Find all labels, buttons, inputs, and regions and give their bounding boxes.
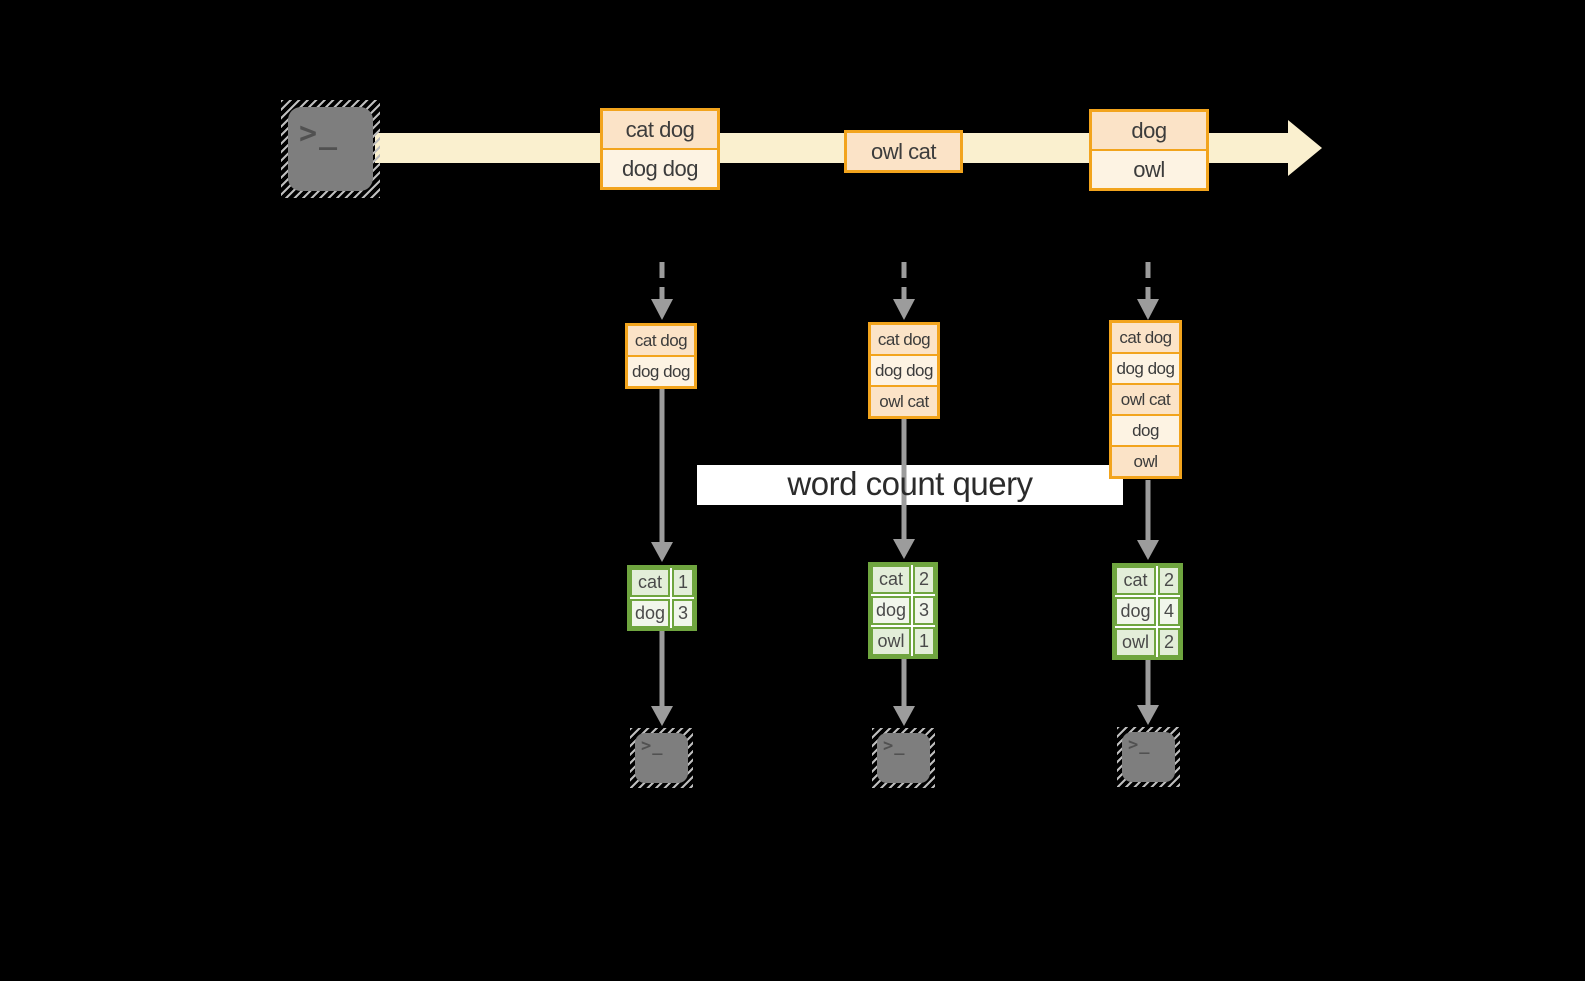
stream-message: dog owl xyxy=(1089,109,1209,191)
result-arrow xyxy=(893,659,915,726)
count-cell: 1 xyxy=(672,568,694,597)
count-cell: 2 xyxy=(1158,566,1180,595)
word-cell: dog xyxy=(871,596,911,625)
query-input-arrow xyxy=(651,387,673,562)
count-cell: 2 xyxy=(1158,628,1180,657)
message-buffer: cat dog dog dog owl cat xyxy=(868,322,940,419)
ingest-arrow-dashed xyxy=(651,262,673,320)
stream-message-line: dog xyxy=(1092,112,1206,149)
result-arrow xyxy=(651,631,673,726)
query-input-arrow xyxy=(893,417,915,559)
count-cell: 2 xyxy=(913,565,935,594)
terminal-icon-body xyxy=(1122,732,1175,782)
buffer-line: owl cat xyxy=(871,387,937,416)
result-arrow xyxy=(1137,660,1159,725)
sink-terminal-icon: >_ xyxy=(872,728,935,788)
buffer-line: owl xyxy=(1112,447,1179,476)
word-cell: cat xyxy=(630,568,670,597)
buffer-line: cat dog xyxy=(871,325,937,354)
query-label: word count query xyxy=(787,465,1033,502)
terminal-prompt-glyph: >_ xyxy=(299,116,340,151)
word-cell: cat xyxy=(1115,566,1156,595)
count-cell: 3 xyxy=(672,599,694,628)
terminal-icon-body xyxy=(288,107,373,191)
word-cell: dog xyxy=(1115,597,1156,626)
count-cell: 4 xyxy=(1158,597,1180,626)
sink-terminal-icon: >_ xyxy=(630,728,693,788)
terminal-prompt-glyph: >_ xyxy=(883,736,906,756)
buffer-line: cat dog xyxy=(628,326,694,355)
buffer-line: dog xyxy=(1112,416,1179,445)
terminal-prompt-glyph: >_ xyxy=(1128,735,1151,755)
query-band xyxy=(697,465,1123,505)
stream-message-line: cat dog xyxy=(603,111,717,148)
word-cell: owl xyxy=(1115,628,1156,657)
terminal-prompt-glyph: >_ xyxy=(641,736,664,756)
query-input-arrow xyxy=(1137,480,1159,560)
buffer-line: dog dog xyxy=(628,357,694,386)
source-terminal-icon: >_ xyxy=(281,100,380,198)
word-cell: owl xyxy=(871,627,911,656)
buffer-line: dog dog xyxy=(871,356,937,385)
stream-message-line: dog dog xyxy=(603,150,717,187)
buffer-line: dog dog xyxy=(1112,354,1179,383)
terminal-icon-body xyxy=(635,733,688,783)
message-buffer: cat dog dog dog xyxy=(625,323,697,389)
stream-message-line: owl xyxy=(1092,151,1206,188)
word-count-table: cat 1 dog 3 xyxy=(627,565,697,631)
buffer-line: owl cat xyxy=(1112,385,1179,414)
ingest-arrow-dashed xyxy=(893,262,915,320)
ingest-arrow-dashed xyxy=(1137,262,1159,320)
stream-message: owl cat xyxy=(844,130,963,173)
sink-terminal-icon: >_ xyxy=(1117,727,1180,787)
count-cell: 3 xyxy=(913,596,935,625)
message-buffer: cat dog dog dog owl cat dog owl xyxy=(1109,320,1182,479)
word-cell: cat xyxy=(871,565,911,594)
terminal-icon-body xyxy=(877,733,930,783)
buffer-line: cat dog xyxy=(1112,323,1179,352)
stream-message-line: owl cat xyxy=(847,133,960,170)
count-cell: 1 xyxy=(913,627,935,656)
word-cell: dog xyxy=(630,599,670,628)
word-count-table: cat 2 dog 4 owl 2 xyxy=(1112,563,1183,660)
stream-message: cat dog dog dog xyxy=(600,108,720,190)
word-count-table: cat 2 dog 3 owl 1 xyxy=(868,562,938,659)
